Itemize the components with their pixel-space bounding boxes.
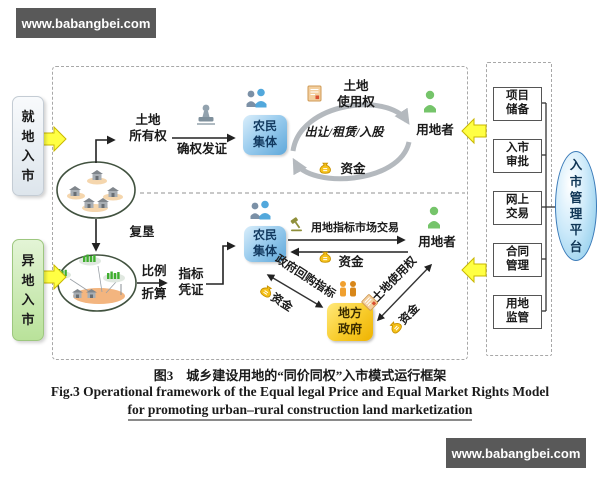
module-land-supervision: 用地 监管 xyxy=(493,295,542,329)
indicator-certificate-label: 指标 凭证 xyxy=(178,267,204,297)
house-icon xyxy=(67,170,123,212)
land-funds-label: 资金 xyxy=(385,290,433,339)
platform-link-arrow-bottom xyxy=(461,256,487,284)
land-user-icon xyxy=(424,90,436,113)
module-entry-approval: 入市 审批 xyxy=(493,139,542,173)
entry-mode-offsite-label: 异地入市 xyxy=(21,253,35,327)
entry-mode-onsite-label: 就地入市 xyxy=(21,109,35,183)
farmer-collective-box-bottom: 农民 集体 xyxy=(244,226,286,262)
caption-english-line2: for promoting urban–rural construction l… xyxy=(0,402,600,421)
farmer-collective-label: 农民 集体 xyxy=(252,119,277,149)
ratio-conversion-label: 比例 折算 xyxy=(141,264,167,302)
onsite-entry-arrow xyxy=(41,125,67,153)
house-icon xyxy=(72,289,97,298)
land-funds-exchange-arrow xyxy=(376,263,433,322)
land-use-right-label-diagonal: 土地使用权 xyxy=(360,245,427,314)
funds-return-label: 资金 xyxy=(338,255,364,269)
farmland-circle xyxy=(51,254,137,312)
platform-ellipse: 入市管理平台 xyxy=(555,151,597,261)
caption-chinese: 图3 城乡建设用地的“同价同权”入市模式运行框架 xyxy=(153,368,447,383)
offsite-entry-arrow xyxy=(41,263,67,291)
module-contract-management: 合同 管理 xyxy=(493,243,542,277)
module-online-trading: 网上 交易 xyxy=(493,191,542,225)
entry-mode-offsite-box: 异地入市 xyxy=(12,239,44,341)
main-diagram-frame xyxy=(52,66,468,360)
cycle-arrow-bottom xyxy=(292,141,412,182)
village-circle xyxy=(56,161,136,219)
watermark-badge-bottom: www.babangbei.com xyxy=(446,438,586,468)
module-project-reserve: 项目 储备 xyxy=(493,87,542,121)
certification-label: 确权发证 xyxy=(176,142,227,156)
indicator-market-trading-label: 用地指标市场交易 xyxy=(311,222,399,234)
transfer-modes-label: 出让/租赁/入股 xyxy=(304,125,384,139)
funds-label-top: 资金 xyxy=(340,162,366,176)
vegetation-icon xyxy=(51,254,125,283)
land-user-icon xyxy=(428,206,440,229)
watermark-badge-top: www.babangbei.com xyxy=(16,8,156,38)
government-people-icon xyxy=(340,281,356,297)
ownership-arrow xyxy=(95,135,116,163)
certificate-icon xyxy=(361,294,378,311)
reclamation-label: 复垦 xyxy=(129,225,155,239)
people-group-icon xyxy=(250,200,271,220)
people-group-icon xyxy=(246,88,267,108)
land-user-label-bottom: 用地者 xyxy=(418,235,456,249)
entry-mode-onsite-box: 就地入市 xyxy=(12,96,44,196)
money-bag-icon xyxy=(260,285,273,298)
money-bag-icon xyxy=(389,321,402,334)
local-government-box: 地方 政府 xyxy=(327,303,373,341)
land-parcel-shape xyxy=(73,288,125,304)
local-government-label: 地方 政府 xyxy=(337,306,362,336)
platform-link-arrow-top xyxy=(461,117,487,145)
government-repurchase-arrow xyxy=(266,274,324,308)
cycle-arrow-top xyxy=(290,102,410,152)
platform-connector-lines xyxy=(540,102,556,312)
farmer-collective-label: 农民 集体 xyxy=(252,228,277,258)
money-bag-icon xyxy=(319,162,331,174)
caption-english-line1: Fig.3 Operational framework of the Equal… xyxy=(50,384,550,399)
gavel-icon xyxy=(290,217,302,232)
platform-name-label: 入市管理平台 xyxy=(569,158,583,254)
repurchase-funds-label: 资金 xyxy=(256,281,308,323)
stamp-icon xyxy=(197,104,215,125)
money-bag-icon xyxy=(319,251,331,263)
farmer-collective-box-top: 农民 集体 xyxy=(243,115,287,155)
certificate-icon xyxy=(307,85,322,102)
land-user-label-top: 用地者 xyxy=(416,123,454,137)
land-ownership-label: 土地 所有权 xyxy=(129,113,167,143)
certificate-arrow xyxy=(206,241,236,285)
land-use-right-label-top: 土地 使用权 xyxy=(337,79,375,109)
platform-modules-frame xyxy=(486,62,552,356)
